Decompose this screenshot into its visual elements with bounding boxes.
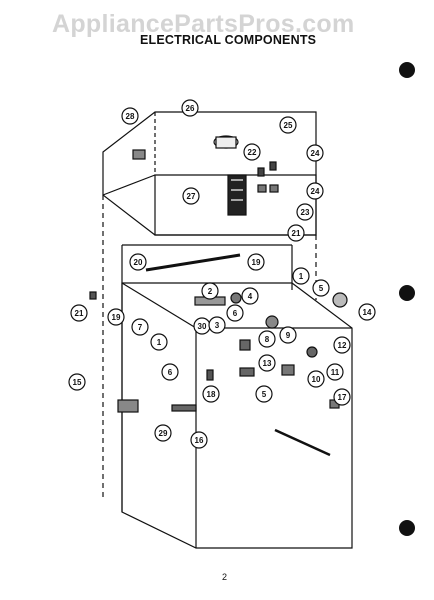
callout-number: 29	[159, 429, 168, 438]
callout-number: 5	[262, 390, 267, 399]
callout-10: 10	[307, 370, 325, 388]
callout-number: 7	[138, 323, 143, 332]
callout-5: 5	[255, 385, 273, 403]
callout-number: 24	[311, 187, 320, 196]
callout-number: 26	[186, 104, 195, 113]
callout-number: 13	[263, 359, 272, 368]
binder-hole-middle	[399, 285, 415, 301]
callout-7: 7	[131, 318, 149, 336]
callout-number: 20	[134, 258, 143, 267]
callout-22: 22	[243, 143, 261, 161]
callout-number: 16	[195, 436, 204, 445]
callout-number: 6	[168, 368, 173, 377]
lower-cabinet	[121, 282, 353, 549]
callout-number: 25	[284, 121, 293, 130]
callout-number: 1	[299, 272, 304, 281]
callout-5: 5	[312, 279, 330, 297]
callout-number: 4	[248, 292, 253, 301]
callout-26: 26	[181, 99, 199, 117]
callout-number: 5	[319, 284, 324, 293]
callout-number: 6	[233, 309, 238, 318]
callout-1: 1	[292, 267, 310, 285]
callout-12: 12	[333, 336, 351, 354]
callout-16: 16	[190, 431, 208, 449]
callout-number: 14	[363, 308, 372, 317]
callout-number: 10	[312, 375, 321, 384]
callout-number: 21	[292, 229, 301, 238]
callout-number: 2	[208, 287, 213, 296]
callout-number: 9	[286, 331, 291, 340]
callout-number: 24	[311, 149, 320, 158]
callout-number: 30	[198, 322, 207, 331]
callout-number: 19	[112, 313, 121, 322]
callout-number: 22	[248, 148, 257, 157]
callout-4: 4	[241, 287, 259, 305]
callout-24: 24	[306, 144, 324, 162]
binder-hole-bottom	[399, 520, 415, 536]
callout-number: 18	[207, 390, 216, 399]
callout-24: 24	[306, 182, 324, 200]
callout-number: 23	[301, 208, 310, 217]
callout-8: 8	[258, 330, 276, 348]
callout-30: 30	[193, 317, 211, 335]
callout-9: 9	[279, 326, 297, 344]
callout-20: 20	[129, 253, 147, 271]
callout-14: 14	[358, 303, 376, 321]
page-number: 2	[222, 572, 228, 582]
callout-3: 3	[208, 316, 226, 334]
callout-number: 3	[215, 321, 220, 330]
binder-hole-top	[399, 62, 415, 78]
callout-28: 28	[121, 107, 139, 125]
callout-21: 21	[70, 304, 88, 322]
callout-29: 29	[154, 424, 172, 442]
callout-6: 6	[226, 304, 244, 322]
callout-21: 21	[287, 224, 305, 242]
callout-17: 17	[333, 388, 351, 406]
callout-number: 21	[75, 309, 84, 318]
callout-number: 19	[252, 258, 261, 267]
callout-23: 23	[296, 203, 314, 221]
callout-number: 17	[338, 393, 347, 402]
callout-number: 27	[187, 192, 196, 201]
callout-19: 19	[247, 253, 265, 271]
callout-1: 1	[150, 333, 168, 351]
callout-15: 15	[68, 373, 86, 391]
callout-number: 12	[338, 341, 347, 350]
callout-number: 8	[265, 335, 270, 344]
callout-number: 15	[73, 378, 82, 387]
callout-27: 27	[182, 187, 200, 205]
callout-number: 28	[126, 112, 135, 121]
callout-number: 11	[331, 368, 340, 377]
callout-19: 19	[107, 308, 125, 326]
callout-6: 6	[161, 363, 179, 381]
callout-2: 2	[201, 282, 219, 300]
callout-13: 13	[258, 354, 276, 372]
callout-25: 25	[279, 116, 297, 134]
watermark: AppliancePartsPros.com	[52, 10, 355, 38]
callout-11: 11	[326, 363, 344, 381]
callout-18: 18	[202, 385, 220, 403]
callout-number: 1	[157, 338, 162, 347]
diagram-title: ELECTRICAL COMPONENTS	[140, 33, 317, 47]
